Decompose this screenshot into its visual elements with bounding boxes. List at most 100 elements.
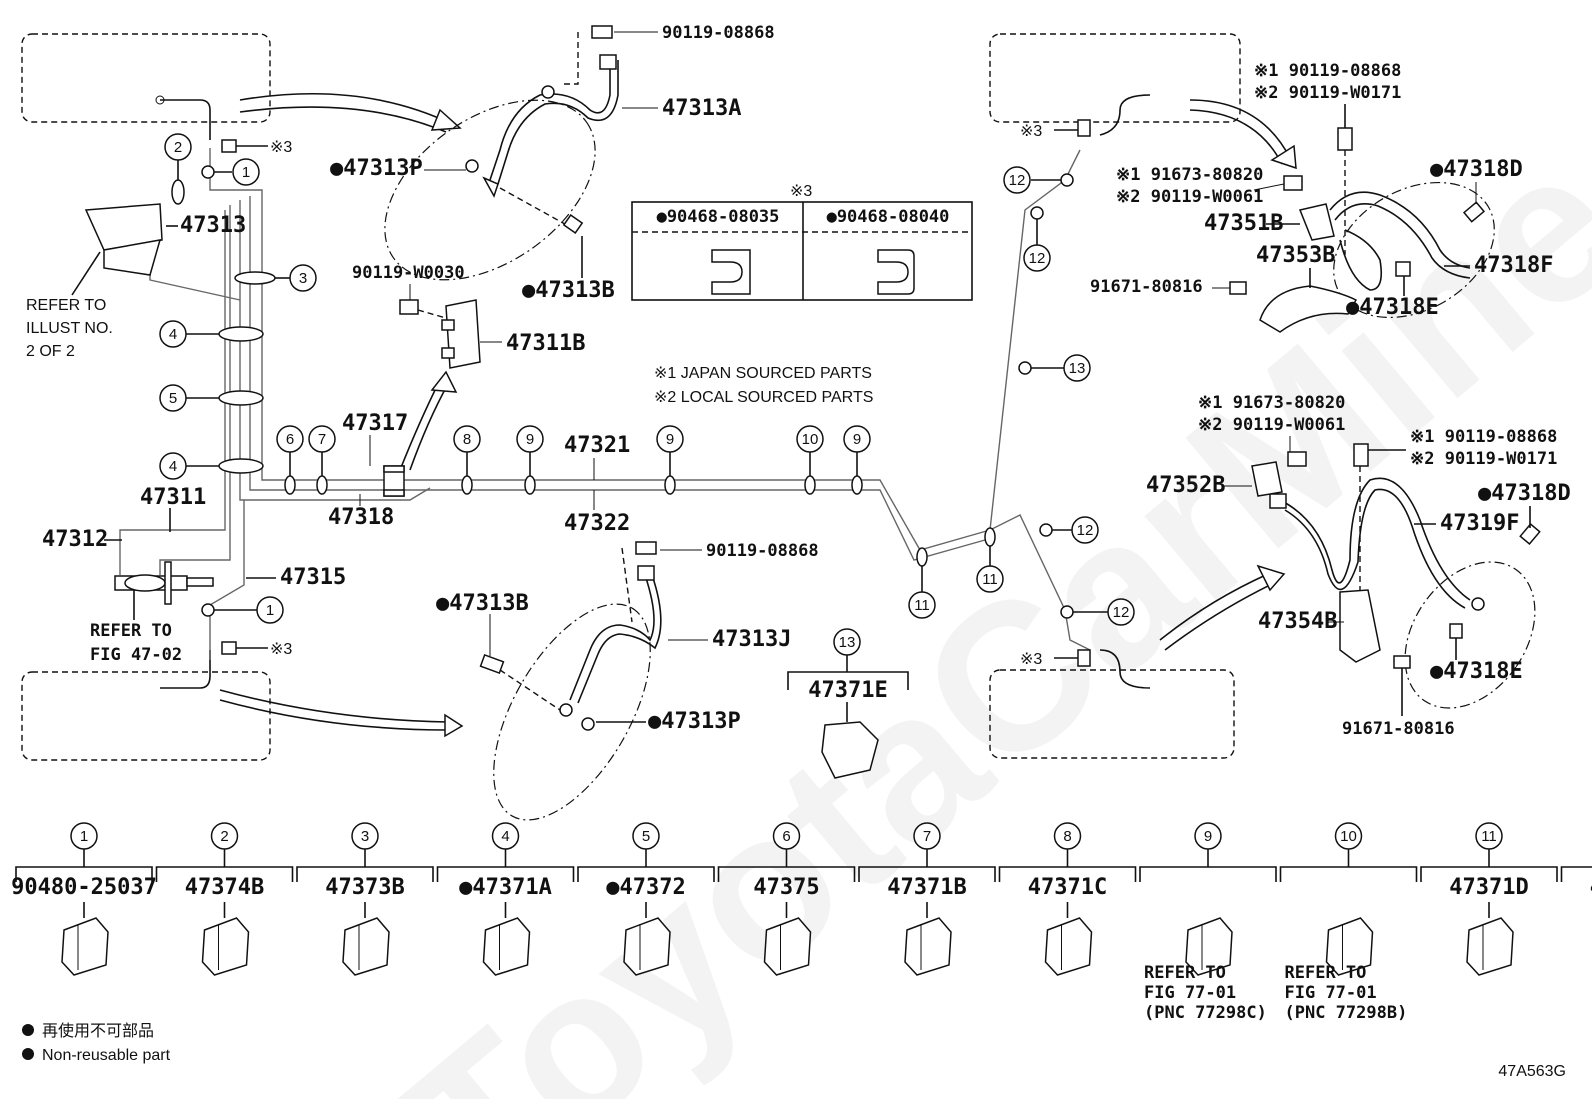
label-47321: 47321 (564, 433, 630, 458)
label-47318D-top: ●47318D (1430, 157, 1523, 182)
catalog-refer-note: FIG 77-01 (1144, 983, 1236, 1003)
callout-9c: 9 (843, 425, 871, 476)
callout-7: 7 (308, 425, 336, 476)
catalog-number: 5 (642, 828, 650, 845)
catalog-part-number: 47371C (1028, 875, 1107, 900)
callout-12c: 12 (1052, 516, 1099, 544)
catalog-part-number: 47375 (753, 875, 819, 900)
clip-mark-fl: ※3 (221, 139, 292, 156)
refer-illust-line2: ILLUST NO. (26, 320, 113, 337)
svg-text:9: 9 (853, 431, 861, 448)
watermark: ToyotaCarMine.ru (362, 0, 1592, 1099)
callout-5: 5 (159, 384, 219, 412)
rear-right-wheel-outline (989, 649, 1235, 759)
catalog-part-number: 47374B (185, 875, 264, 900)
label-rr-bolt-jp: ※1 91673-80820 (1198, 393, 1345, 413)
rear-left-flex-hose-detail (479, 541, 662, 821)
label-47313J: 47313J (712, 627, 791, 652)
catalog-part-number: 47373B (325, 875, 404, 900)
catalog-item-11: 11 47371D (1420, 822, 1558, 976)
callout-9a: 9 (516, 425, 544, 476)
label-91671-80816-top: 91671-80816 (1090, 277, 1203, 297)
svg-text:9: 9 (666, 431, 674, 448)
clip-catalog: 190480-25037247374B347373B4●47371A5●4737… (11, 822, 1592, 1023)
label-rr-bolt-local: ※2 90119-W0061 (1198, 415, 1345, 435)
catalog-refer-note: FIG 77-01 (1285, 983, 1377, 1003)
callout-4: 4 (159, 320, 219, 348)
refer-illust-line1: REFER TO (26, 297, 106, 314)
arrow-to-front-right-detail (1189, 99, 1291, 159)
label-rr-bolt2-jp: ※1 90119-08868 (1410, 427, 1557, 447)
callout-1: 1 (214, 158, 260, 186)
front-right-wheel-outline (989, 33, 1241, 136)
refer-illust-line3: 2 OF 2 (26, 343, 75, 360)
svg-text:12: 12 (1029, 250, 1046, 267)
clip-table-item-2: ●90468-08040 (827, 207, 950, 227)
legend-local-sourced: ※2 LOCAL SOURCED PARTS (654, 389, 873, 406)
catalog-number: 9 (1204, 828, 1212, 845)
front-left-flex-hose-detail (384, 25, 619, 281)
label-90119-08868-mid: 90119-08868 (706, 541, 819, 561)
arrow-to-rear-right-detail (1159, 573, 1269, 641)
arrow-to-rear-left-detail (219, 689, 449, 723)
label-47311: 47311 (140, 485, 206, 510)
svg-text:7: 7 (318, 431, 326, 448)
label-47313B-top: ●47313B (522, 278, 615, 303)
label-47313: 47313 (180, 213, 246, 238)
catalog-number: 3 (361, 828, 369, 845)
catalog-item-13: 13 47371E (787, 628, 909, 779)
svg-text:※3: ※3 (270, 139, 292, 156)
rear-left-wheel-outline (21, 650, 271, 761)
svg-text:13: 13 (839, 634, 856, 651)
drawing-code: 47A563G (1498, 1063, 1566, 1080)
label-47313A: 47313A (662, 96, 741, 121)
refer-fig4702-line1: REFER TO (90, 621, 172, 641)
clip-icon (61, 917, 109, 976)
catalog-item-3: 3 47373B (296, 822, 434, 976)
arrow-to-front-left-detail (239, 92, 453, 125)
svg-text:10: 10 (802, 431, 819, 448)
clip-icon (623, 917, 671, 976)
clip-mark-rr: ※3 (1020, 649, 1091, 668)
clip-icon (482, 917, 531, 976)
catalog-number: 2 (220, 828, 228, 845)
front-left-wheel-outline (21, 33, 271, 140)
clip-icon (342, 917, 390, 976)
clip-icon-08035 (711, 249, 751, 295)
clip-icon (904, 917, 952, 976)
clip-icon (1185, 917, 1233, 976)
catalog-refer-note: (PNC 77298B) (1285, 1003, 1408, 1023)
catalog-item-2: 2 47374B (155, 822, 294, 976)
catalog-part-number: 47371B (887, 875, 966, 900)
catalog-part-number: 47371F (1590, 875, 1592, 900)
label-47317: 47317 (342, 411, 408, 436)
catalog-number: 11 (1481, 828, 1497, 845)
svg-text:1: 1 (266, 602, 274, 619)
catalog-part-number: ●47372 (606, 875, 685, 900)
callout-12a: 12 (1003, 166, 1061, 194)
callout-6: 6 (276, 425, 304, 476)
callout-11b: 11 (976, 546, 1004, 593)
clip-table: ※3 ●90468-08035 ●90468-08040 (631, 183, 973, 301)
clip-icon (1325, 917, 1374, 976)
clip-icon-08040 (877, 249, 915, 295)
pipe-union-47311B (383, 465, 405, 497)
master-cylinder (114, 561, 214, 605)
label-fr-bolt2-jp: ※1 91673-80820 (1116, 165, 1263, 185)
legend-japan-sourced: ※1 JAPAN SOURCED PARTS (654, 365, 872, 382)
svg-text:11: 11 (914, 597, 930, 614)
rear-right-flex-hose-detail (1251, 443, 1541, 709)
callout-2: 2 (164, 133, 192, 180)
catalog-number: 10 (1340, 828, 1357, 845)
svg-text:※3: ※3 (1020, 123, 1042, 140)
callout-4b: 4 (159, 452, 219, 480)
callout-9b: 9 (656, 425, 684, 476)
label-47352B: 47352B (1146, 473, 1225, 498)
label-91671-80816-bot: 91671-80816 (1342, 719, 1455, 739)
catalog-part-number: 47371D (1449, 875, 1528, 900)
svg-text:3: 3 (299, 270, 307, 287)
